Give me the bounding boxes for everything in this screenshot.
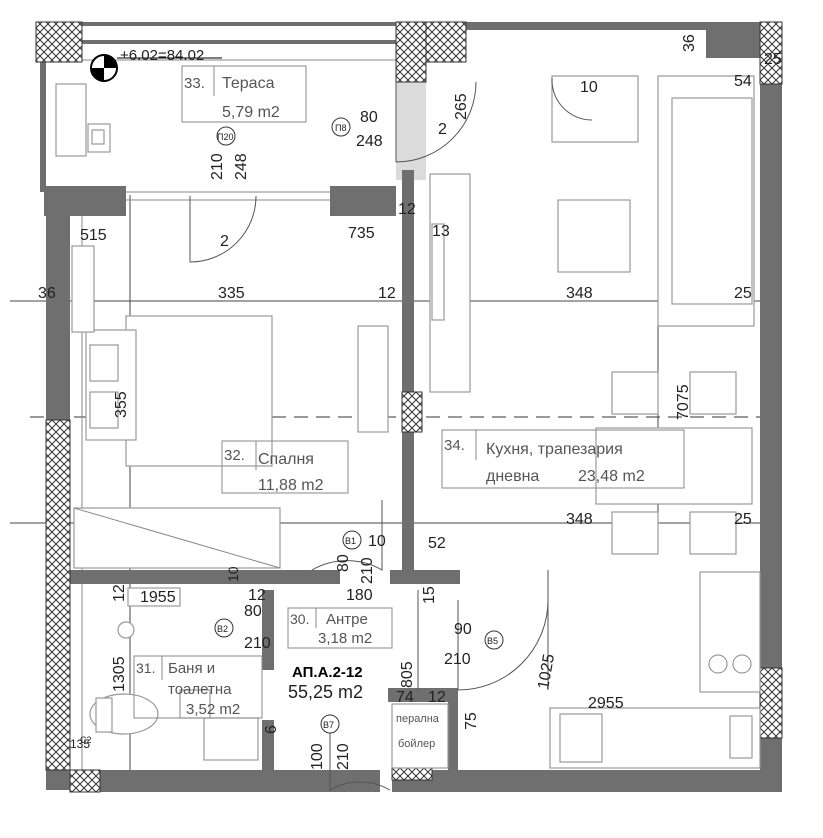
hall-area: 3,18 m2: [318, 630, 372, 647]
dim-100: 100: [309, 743, 326, 770]
dim-12-wall: 12: [398, 201, 416, 218]
dim-25-r2: 25: [734, 511, 752, 528]
dim-25-r1: 25: [734, 285, 752, 302]
dim-13: 13: [432, 223, 450, 240]
dim-348-top: 348: [566, 285, 593, 302]
dim-10-bath: 10: [225, 566, 241, 582]
kitchen-area: 23,48 m2: [578, 468, 645, 485]
door-tag-p8: П8: [335, 123, 346, 133]
dim-25-top: 25: [764, 51, 782, 68]
dim-12-bh: 12: [248, 587, 266, 604]
level-mark-text: +6.02=84.02: [120, 47, 204, 64]
dim-7075: 7075: [675, 384, 692, 420]
dim-75: 75: [463, 712, 480, 730]
dim-210-b5: 210: [444, 651, 471, 668]
level-mark-symbol: [90, 54, 222, 82]
door-tag-b7: В7: [323, 720, 334, 730]
terrace-num: 33.: [184, 75, 205, 92]
dim-135: 135: [70, 737, 90, 751]
bath-name2: тоалетна: [168, 681, 232, 698]
door-tag-b5: В5: [487, 636, 498, 646]
dim-54: 54: [734, 73, 752, 90]
dim-210-b2: 210: [244, 635, 271, 652]
bath-num: 31.: [136, 660, 155, 676]
kitchen-name2: дневна: [486, 468, 539, 485]
bedroom-num: 32.: [224, 447, 245, 464]
terrace-area: 5,79 m2: [222, 104, 280, 121]
door-tag-b1: В1: [345, 536, 356, 546]
terrace-name: Тераса: [222, 75, 275, 92]
dim-1025: 1025: [535, 653, 558, 691]
room-hall: 30. Антре 3,18 m2: [287, 607, 393, 649]
doors: [189, 77, 593, 791]
dim-12-low: 12: [428, 689, 446, 706]
door-tag-p20: П20: [217, 132, 233, 142]
dim-12-bath: 12: [111, 584, 128, 602]
hall-num: 30.: [290, 611, 309, 627]
room-bedroom: 32. Спалня 11,88 m2: [221, 440, 349, 494]
dim-210-b7: 210: [335, 743, 352, 770]
dim-36-left: 36: [38, 285, 56, 302]
dim-52: 52: [428, 535, 446, 552]
dim-10-b1: 10: [368, 533, 386, 550]
dim-210-b1: 210: [359, 557, 376, 584]
dim-248-p20: 248: [233, 153, 250, 180]
dim-10-top: 10: [580, 79, 598, 96]
dim-2-bed: 2: [220, 233, 229, 250]
washer-label: перална: [396, 713, 440, 725]
dim-80-p8: 80: [360, 109, 378, 126]
kitchen-name: Кухня, трапезария: [486, 441, 623, 458]
room-bath: 31. Баня и тоалетна 3,52 m2: [133, 655, 263, 719]
apartment-id: АП.А.2-12: [292, 664, 363, 681]
dim-180: 180: [346, 587, 373, 604]
bath-name: Баня и: [168, 660, 215, 677]
dim-248-p8: 248: [356, 133, 383, 150]
bath-area: 3,52 m2: [186, 701, 240, 718]
boiler-label: бойлер: [398, 738, 435, 750]
dim-6: 6: [263, 725, 280, 734]
door-tag-c2: С2: [80, 735, 92, 745]
dim-36-top: 36: [681, 34, 698, 52]
dim-805: 805: [399, 661, 416, 688]
dim-515: 515: [80, 227, 107, 244]
room-terrace: 33. Тераса 5,79 m2: [181, 65, 307, 123]
dim-1305: 1305: [111, 656, 128, 692]
dim-2955: 2955: [588, 695, 624, 712]
dim-210-p20: 210: [209, 153, 226, 180]
dim-1955: 1955: [140, 589, 176, 606]
dim-735: 735: [348, 225, 375, 242]
dim-2-p8: 2: [438, 121, 447, 138]
dim-335: 335: [218, 285, 245, 302]
dim-74: 74: [396, 689, 414, 706]
door-tags: П8 П20 В1 В2 В5 В7 С2: [80, 117, 504, 745]
furniture: [55, 75, 761, 769]
dimensions: 36 25 10 54 80 248 2 265 210 248 2 515 7…: [38, 34, 782, 770]
dim-90: 90: [454, 621, 472, 638]
dim-80-b1: 80: [335, 554, 352, 572]
dim-12-mid: 12: [378, 285, 396, 302]
dim-355: 355: [113, 391, 130, 418]
hall-name: Антре: [326, 611, 368, 628]
bedroom-area: 11,88 m2: [258, 477, 324, 494]
dim-348-bot: 348: [566, 511, 593, 528]
apartment-area: 55,25 m2: [288, 682, 363, 702]
bedroom-name: Спалня: [258, 451, 314, 468]
kitchen-num: 34.: [444, 437, 465, 454]
dim-15: 15: [421, 586, 438, 604]
dim-265: 265: [453, 93, 470, 120]
room-kitchen: 34. Кухня, трапезария дневна 23,48 m2: [441, 429, 685, 489]
door-tag-b2: В2: [217, 624, 228, 634]
dim-80-b2: 80: [244, 603, 262, 620]
columns: [35, 21, 783, 793]
